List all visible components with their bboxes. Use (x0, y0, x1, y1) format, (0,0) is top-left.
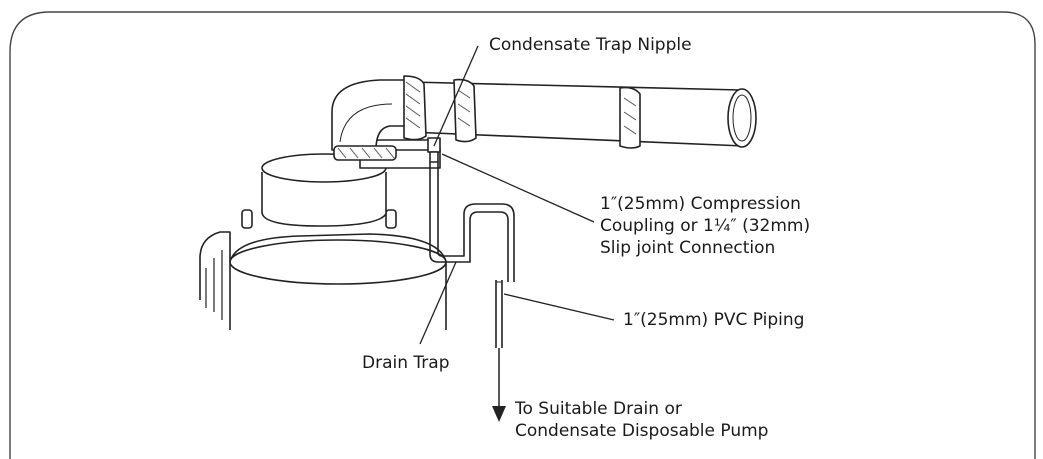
vent-elbow (331, 79, 411, 161)
label-drain-destination: To Suitable Drain or Condensate Disposab… (515, 398, 768, 442)
label-drain-trap: Drain Trap (362, 353, 450, 373)
vent-pipe (403, 75, 757, 149)
trap-nipple (427, 137, 441, 163)
label-drain-destination-line: To Suitable Drain or (515, 399, 682, 419)
diagram-border (9, 11, 1036, 459)
leader-compression-coupling (441, 153, 595, 223)
label-compression-coupling-line: 1″(25mm) Compression (600, 194, 801, 214)
label-condensate-trap-nipple: Condensate Trap Nipple (489, 35, 692, 55)
pvc-pipe (495, 280, 503, 348)
appliance-tank (199, 209, 447, 330)
label-pvc-piping: 1″(25mm) PVC Piping (623, 310, 805, 330)
label-compression-coupling-line: Coupling or 1¼″ (32mm) (600, 216, 811, 236)
leader-drain-trap (419, 261, 457, 345)
leader-trap-nipple (433, 45, 479, 147)
leader-pvc-piping (503, 293, 615, 321)
label-drain-destination-line: Condensate Disposable Pump (515, 421, 769, 441)
label-compression-coupling: 1″(25mm) Compression Coupling or 1¼″ (32… (600, 193, 810, 259)
drain-trap-tubing (429, 162, 515, 282)
drain-arrow (492, 348, 506, 422)
label-compression-coupling-line: Slip joint Connection (600, 238, 776, 258)
